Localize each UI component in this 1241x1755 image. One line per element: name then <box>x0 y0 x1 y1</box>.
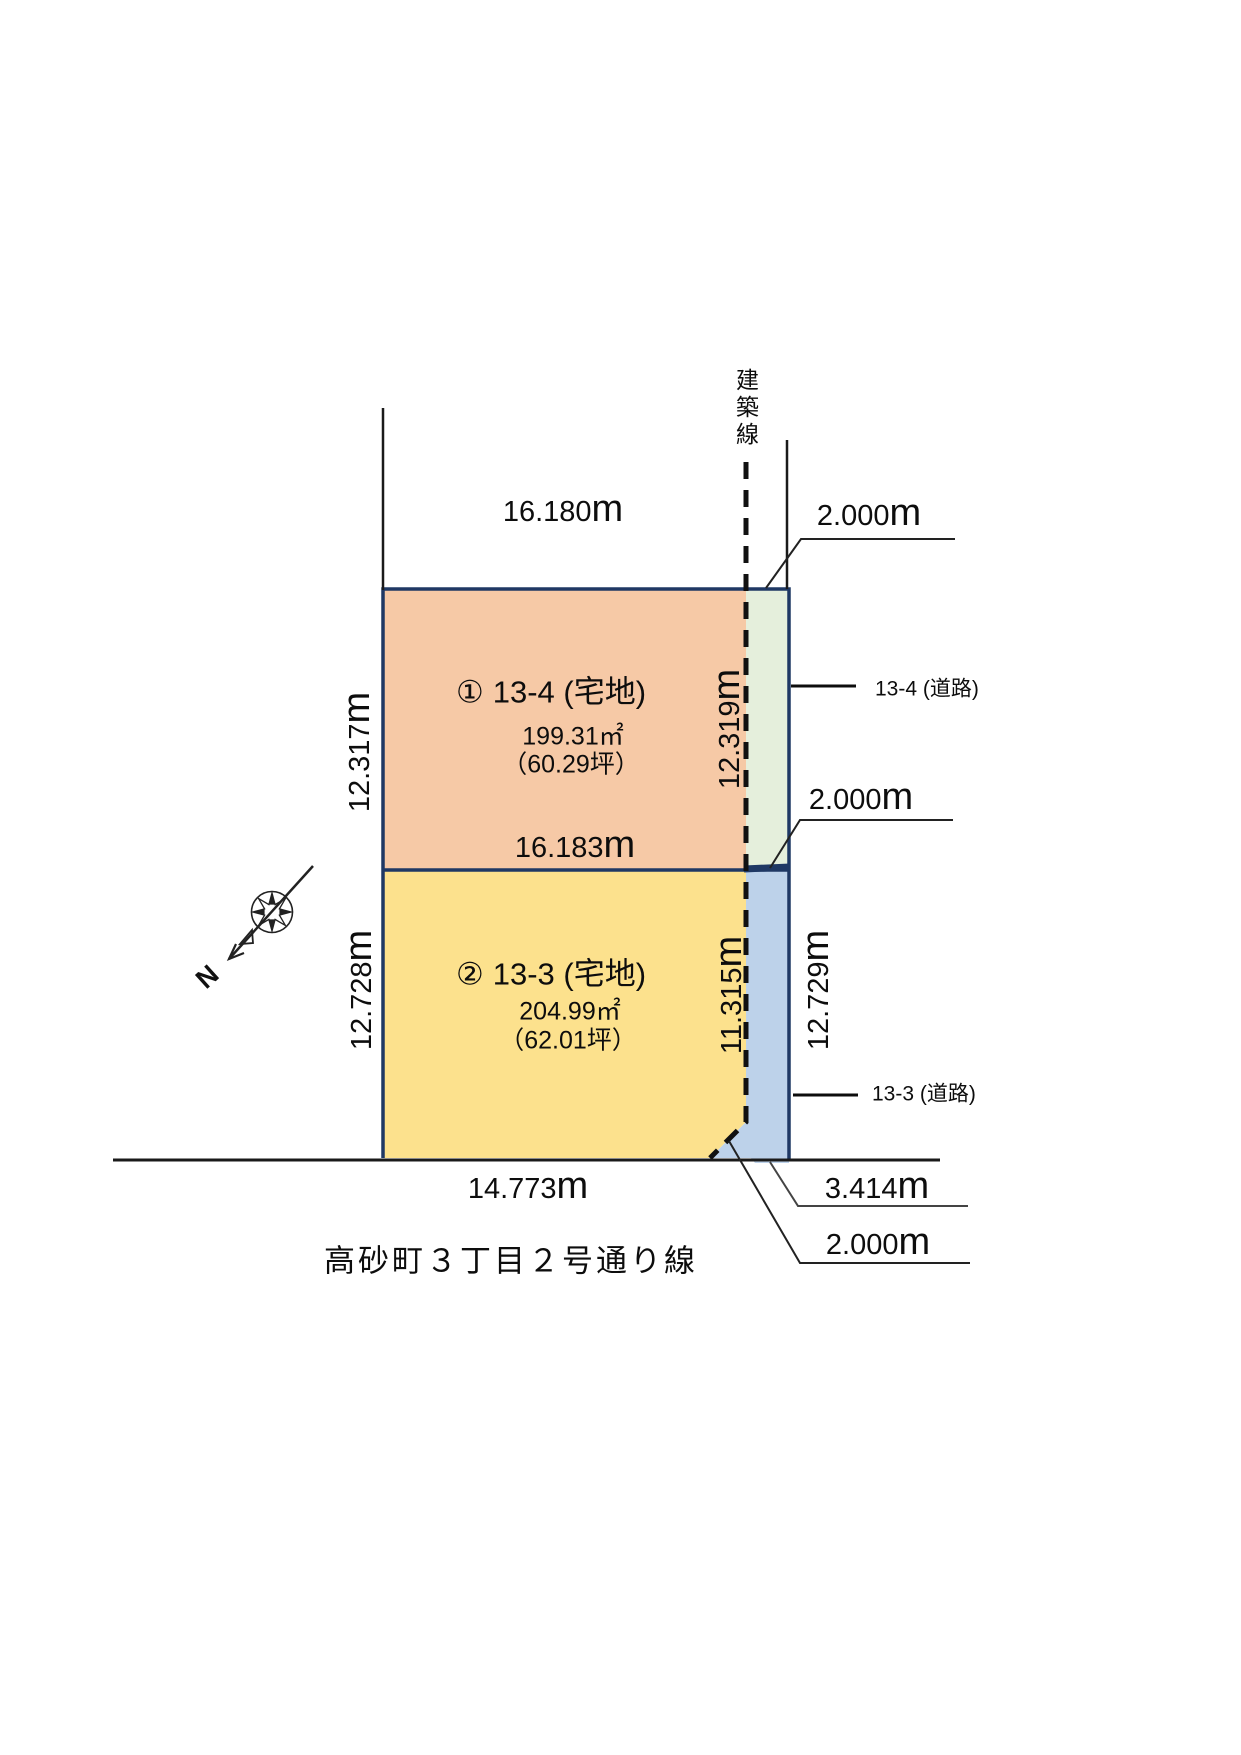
north-arrow-flag <box>237 927 254 946</box>
parcel-2-name: 13-3 (宅地) <box>492 956 647 992</box>
dim-value: 11.315 <box>716 967 748 1055</box>
road-strip-13-4-fill <box>746 589 789 870</box>
parcel-1-number: ① <box>455 674 484 710</box>
dim-mid-width: 16.183m <box>515 826 635 864</box>
dim-value: 12.729 <box>803 961 835 1051</box>
dim-unit: m <box>591 488 624 530</box>
dim-unit: m <box>338 929 380 962</box>
dim-value: 12.317 <box>344 723 376 813</box>
dim-value: 12.728 <box>346 961 378 1051</box>
dim-bottom-width: 14.773m <box>468 1167 588 1205</box>
dim-unit: m <box>889 492 922 534</box>
road-name: 高砂町３丁目２号通り線 <box>324 1243 698 1279</box>
dim-left-upper: 12.317m <box>336 691 378 813</box>
dim-value: 16.183 <box>514 832 604 864</box>
dim-unit: m <box>897 1165 930 1207</box>
compass-spike-n <box>268 893 276 905</box>
dim-top-width: 16.180m <box>503 490 623 528</box>
compass-spike-e <box>279 908 291 916</box>
road-strip-label-13-3: 13-3 (道路) <box>872 1082 976 1106</box>
dim-inner-lower: 11.315m <box>708 935 750 1055</box>
parcel-division-thick-segment <box>743 863 791 873</box>
parcel-1-area-m2: 199.31㎡ <box>522 722 624 751</box>
parcel-2-area-tsubo: （62.01坪） <box>499 1026 637 1055</box>
building-line-label: 建築線 <box>732 368 759 449</box>
leader-setback-mid <box>769 819 953 869</box>
dim-setback-mid: 2.000m <box>809 778 913 816</box>
dim-chamfer: 3.414m <box>825 1167 929 1205</box>
building-line-dashed <box>708 462 749 1160</box>
parcel-1-name: 13-4 (宅地) <box>492 674 647 710</box>
leader-setback-bottom <box>728 1140 970 1264</box>
road-strip-label-13-4: 13-4 (道路) <box>875 677 979 701</box>
parcel-2-number: ② <box>455 956 484 992</box>
dim-value: 14.773 <box>467 1173 557 1205</box>
dim-right-lower: 12.729m <box>795 929 837 1051</box>
dim-inner-upper: 12.319m <box>706 668 748 790</box>
dim-setback-bottom: 2.000m <box>826 1223 930 1261</box>
parcel-2-fill <box>383 870 746 1158</box>
north-label: N <box>190 959 225 994</box>
parcel-2-area-m2: 204.99㎡ <box>519 997 621 1026</box>
dim-value: 12.319 <box>714 700 746 790</box>
dim-unit: m <box>603 824 636 866</box>
north-arrow-head <box>226 943 245 962</box>
parcel-1-fill <box>383 589 746 870</box>
compass-spike-w <box>253 908 265 916</box>
dim-unit: m <box>556 1165 589 1207</box>
parcel-1-area-tsubo: （60.29坪） <box>502 750 640 779</box>
dim-unit: m <box>795 929 837 962</box>
dim-unit: m <box>898 1221 931 1263</box>
dim-value: 2.000 <box>825 1229 899 1261</box>
leader-setback-top <box>765 538 955 589</box>
dim-unit: m <box>881 776 914 818</box>
dim-setback-top: 2.000m <box>817 494 921 532</box>
dim-left-lower: 12.728m <box>338 929 380 1051</box>
compass-spike-s <box>268 919 276 931</box>
compass-rose: N <box>190 865 314 994</box>
dim-unit: m <box>708 935 750 968</box>
north-arrow-line <box>228 865 314 960</box>
dim-value: 2.000 <box>808 784 882 816</box>
dim-value: 16.180 <box>502 496 592 528</box>
dim-unit: m <box>336 691 378 724</box>
dim-value: 2.000 <box>816 500 890 532</box>
parcel-outline <box>381 587 791 1160</box>
road-strip-13-3-fill <box>710 870 789 1163</box>
dim-value: 3.414 <box>824 1173 898 1205</box>
leader-chamfer <box>769 1161 968 1207</box>
dim-unit: m <box>706 668 748 701</box>
